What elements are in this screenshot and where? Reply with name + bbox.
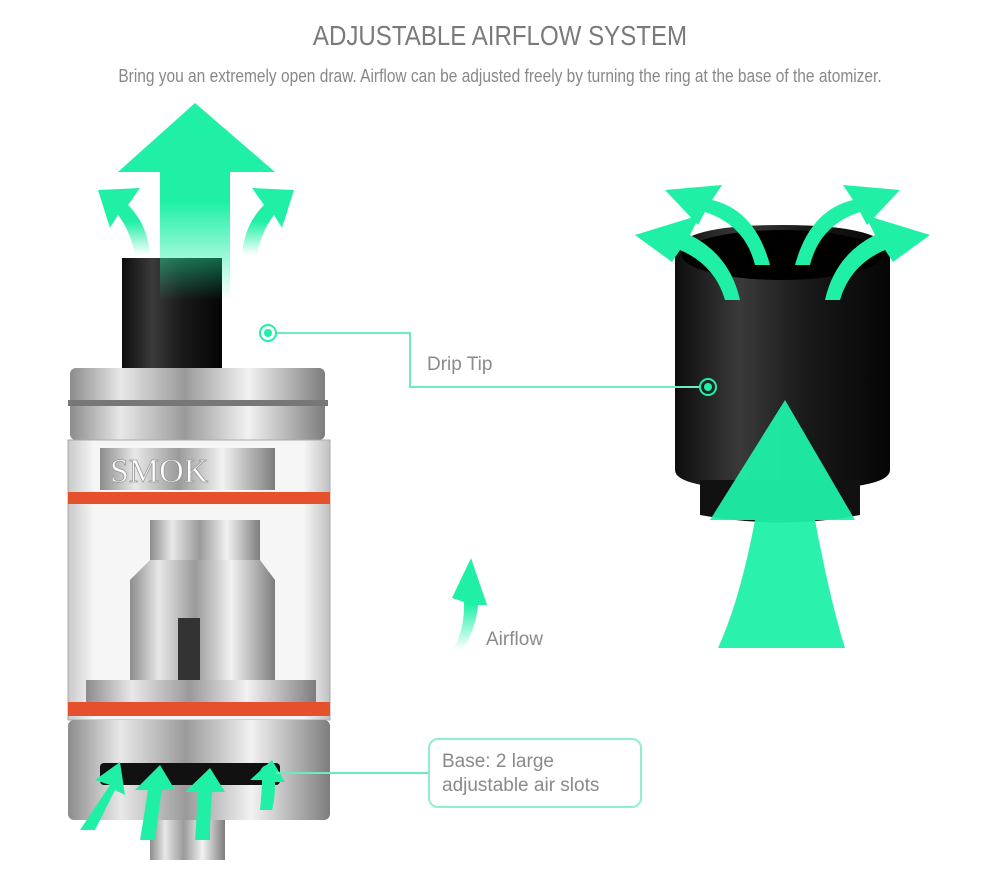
- smok-logo: SMOK: [110, 453, 209, 490]
- page-subtitle: Bring you an extremely open draw. Airflo…: [118, 66, 882, 86]
- airflow-label: Airflow: [486, 629, 544, 650]
- airflow-arrow-icon: [452, 558, 487, 650]
- airflow-arrows-tank: [80, 103, 294, 840]
- airflow-arrows-driptip: [635, 185, 930, 648]
- callout-dots: [259, 324, 717, 781]
- base-callout-line2: adjustable air slots: [442, 775, 600, 796]
- drip-tip-label: Drip Tip: [427, 354, 493, 375]
- base-callout-line1: Base: 2 large: [442, 751, 554, 772]
- base-callout: Base: 2 large adjustable air slots: [428, 738, 642, 808]
- callout-lines: [276, 332, 700, 774]
- tank-atomizer: SMOK: [67, 258, 331, 860]
- page-title: ADJUSTABLE AIRFLOW SYSTEM: [312, 20, 688, 51]
